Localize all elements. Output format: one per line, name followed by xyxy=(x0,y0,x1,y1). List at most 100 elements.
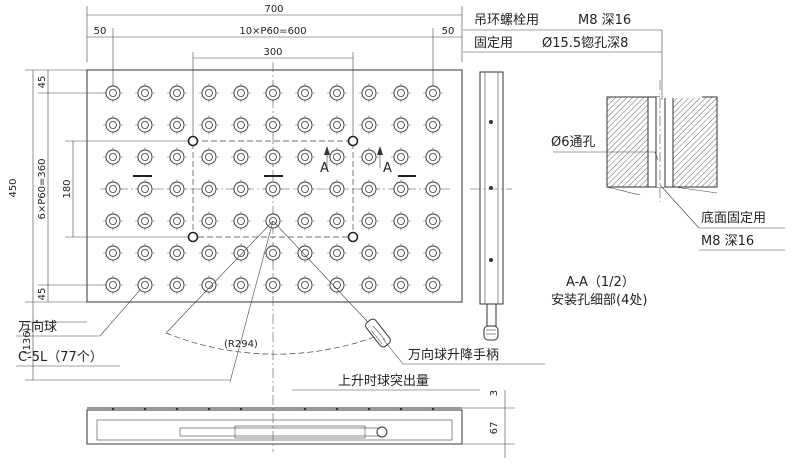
ball-transfer-unit xyxy=(199,179,219,199)
ball-model: C-5L（77个） xyxy=(18,350,103,365)
ball-transfer-unit xyxy=(103,147,123,167)
ball-transfer-unit xyxy=(359,147,379,167)
ball-transfer-unit xyxy=(391,275,411,295)
ball-transfer-unit xyxy=(231,147,251,167)
ball-transfer-unit xyxy=(263,179,283,199)
ball-transfer-unit xyxy=(103,179,123,199)
plan-view: A A xyxy=(86,62,463,392)
ball-transfer-unit xyxy=(135,243,155,263)
ball-transfer-unit xyxy=(423,179,443,199)
dim-total-width: 700 xyxy=(264,4,283,15)
bottom-fixing-spec: M8 深16 xyxy=(701,234,754,249)
mounting-hole xyxy=(347,231,359,243)
ball-transfer-unit xyxy=(103,211,123,231)
dim-radius: (R294) xyxy=(224,339,258,350)
ball-transfer-unit xyxy=(263,83,283,103)
ball-transfer-unit xyxy=(391,115,411,135)
ball-transfer-unit xyxy=(359,179,379,199)
bottom-fixing-label: 底面固定用 xyxy=(701,210,766,226)
ball-transfer-unit xyxy=(391,147,411,167)
dim-total-height: 450 xyxy=(8,178,19,197)
ball-transfer-unit xyxy=(295,179,315,199)
front-view: 3 67 xyxy=(86,390,515,458)
ball-transfer-unit xyxy=(423,275,443,295)
ball-transfer-unit xyxy=(199,275,219,295)
dim-pitch-y: 6×P60=360 xyxy=(37,159,48,220)
ball-transfer-unit xyxy=(391,243,411,263)
lever-label: 万向球升降手柄 xyxy=(408,347,499,363)
section-mark-right: A xyxy=(383,161,392,176)
ball-transfer-unit xyxy=(295,115,315,135)
ball-transfer-unit xyxy=(295,147,315,167)
ball-transfer-unit xyxy=(231,115,251,135)
ball-transfer-unit xyxy=(231,211,251,231)
fixing-label: 固定用 xyxy=(474,36,513,51)
eyebolt-label: 吊环螺栓用 xyxy=(474,13,539,28)
lever-handle xyxy=(365,318,391,348)
ball-transfer-unit xyxy=(231,83,251,103)
ball-transfer-unit xyxy=(359,83,379,103)
ball-transfer-unit xyxy=(327,243,347,263)
dim-left-margin: 50 xyxy=(94,26,107,37)
dim-inner-height: 180 xyxy=(62,179,73,198)
ball-label: 万向球 xyxy=(18,319,57,335)
ball-transfer-unit xyxy=(167,147,187,167)
ball-transfer-unit xyxy=(263,147,283,167)
lever-arc: (R294) xyxy=(165,220,391,383)
mounting-hole xyxy=(347,135,359,147)
ball-transfer-unit xyxy=(135,211,155,231)
ball-transfer-unit xyxy=(231,275,251,295)
mounting-hole xyxy=(187,231,199,243)
ball-transfer-unit xyxy=(135,147,155,167)
dim-right-margin: 50 xyxy=(442,26,455,37)
section-detail xyxy=(606,80,718,202)
ball-transfer-unit xyxy=(423,211,443,231)
dim-pitch-x: 10×P60=600 xyxy=(239,26,306,37)
ball-transfer-unit xyxy=(231,179,251,199)
ball-transfer-unit xyxy=(199,243,219,263)
ball-transfer-unit xyxy=(167,115,187,135)
ball-transfer-unit xyxy=(295,83,315,103)
ball-transfer-unit xyxy=(103,115,123,135)
ball-transfer-unit xyxy=(327,115,347,135)
ball-transfer-unit xyxy=(391,83,411,103)
ball-transfer-unit xyxy=(327,147,347,167)
ball-transfer-unit xyxy=(231,243,251,263)
ball-transfer-unit xyxy=(423,243,443,263)
ball-transfer-unit xyxy=(135,179,155,199)
ball-transfer-unit xyxy=(295,243,315,263)
ball-transfer-unit xyxy=(103,83,123,103)
lift-label: 上升时球突出量 xyxy=(338,373,429,389)
side-view xyxy=(470,71,512,341)
ball-transfer-unit xyxy=(167,83,187,103)
ball-transfer-unit xyxy=(263,243,283,263)
mounting-hole xyxy=(187,135,199,147)
ball-transfer-unit xyxy=(327,275,347,295)
ball-transfer-unit xyxy=(327,83,347,103)
dim-inner-width: 300 xyxy=(263,47,282,58)
section-subtitle: 安装孔细部(4处) xyxy=(551,293,647,308)
ball-transfer-unit xyxy=(103,243,123,263)
ball-transfer-unit xyxy=(359,275,379,295)
section-mark-left: A xyxy=(320,161,329,176)
ball-transfer-unit xyxy=(263,275,283,295)
dim-top-margin: 45 xyxy=(37,76,48,89)
ball-transfer-unit xyxy=(359,211,379,231)
ball-transfer-unit xyxy=(327,179,347,199)
ball-transfer-unit xyxy=(199,83,219,103)
ball-transfer-unit xyxy=(199,115,219,135)
dim-base-height: 67 xyxy=(489,422,500,435)
ball-transfer-unit xyxy=(423,147,443,167)
section-title: A-A（1/2） xyxy=(566,275,635,290)
ball-transfer-unit xyxy=(199,211,219,231)
top-dimensions: 700 50 50 10×P60=600 300 xyxy=(86,4,463,140)
ball-transfer-unit xyxy=(423,115,443,135)
dim-lift-height: 3 xyxy=(489,390,500,396)
through-hole-label: Ø6通孔 xyxy=(551,135,596,150)
ball-transfer-unit xyxy=(327,211,347,231)
ball-transfer-unit xyxy=(103,275,123,295)
ball-transfer-unit xyxy=(391,211,411,231)
ball-transfer-unit xyxy=(423,83,443,103)
